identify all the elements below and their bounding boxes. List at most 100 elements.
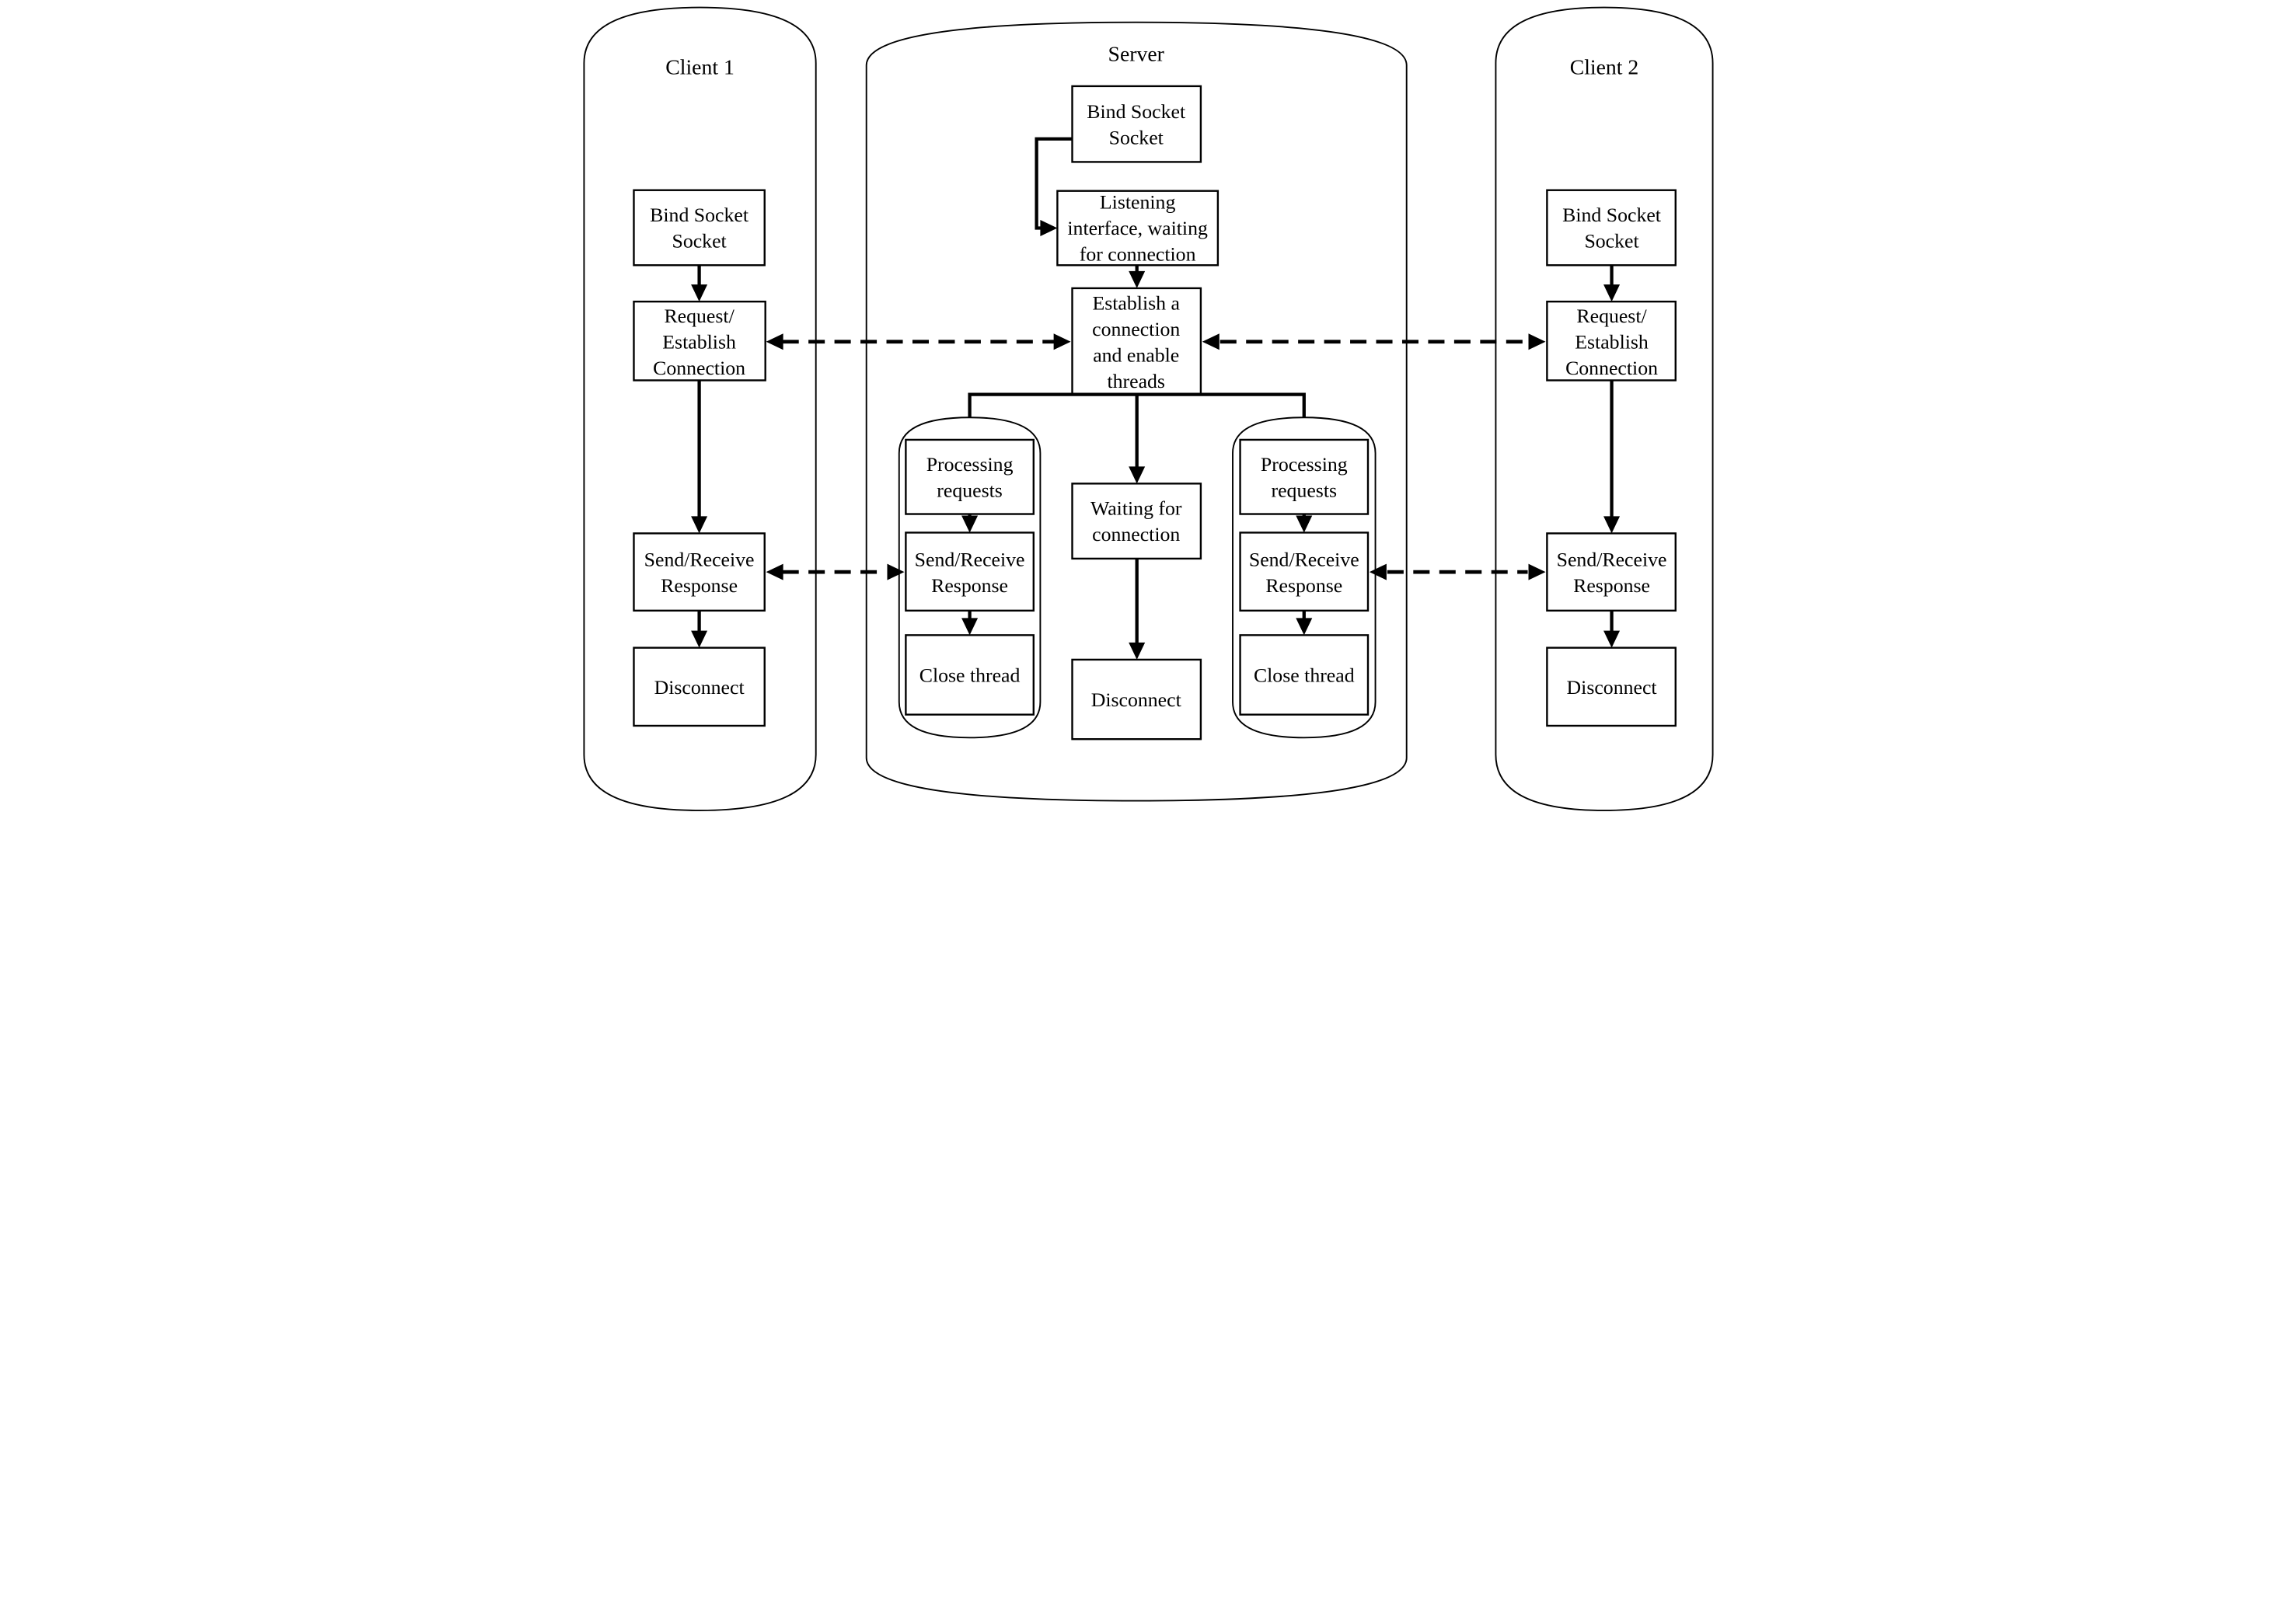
- server-waiting-rect: [1070, 483, 1202, 560]
- thread-left-container: [898, 416, 1041, 739]
- server-lane: Server Bind Socket Socket Listening inte…: [865, 21, 1408, 802]
- server-thread-left-capsule: Processing requests Send/Receive Respons…: [898, 416, 1041, 739]
- client1-bind-socket-label-line1: Bind Socket: [650, 204, 749, 226]
- client1-send-receive-box: Send/Receive Response: [632, 532, 766, 612]
- thread-right-send-receive-rect: [1238, 531, 1369, 612]
- thread-left-processing-label-line1: Processing: [926, 453, 1013, 476]
- cross-lane-dashed-arrows: [766, 333, 1545, 580]
- thread-right-close-thread-box: Close thread: [1238, 634, 1369, 716]
- server-establish-label-line4: threads: [1107, 370, 1165, 392]
- arrowhead-client2-send-to-disconnect: [1603, 630, 1620, 648]
- thread-right-send-receive-label-line2: Response: [1265, 574, 1342, 597]
- arrowhead-client2-request-to-send: [1603, 516, 1620, 534]
- client2-request-establish-label-line1: Request/: [1576, 305, 1647, 327]
- server-establish-label-line2: connection: [1092, 318, 1180, 340]
- client2-send-receive-rect: [1545, 532, 1677, 612]
- client1-disconnect-box: Disconnect: [632, 646, 766, 727]
- client1-send-receive-label-line1: Send/Receive: [644, 548, 754, 570]
- arrowhead-dashed-into-server-establish-right: [1202, 333, 1220, 350]
- thread-left-send-receive-box: Send/Receive Response: [904, 531, 1035, 612]
- server-listening-label-line3: for connection: [1079, 243, 1195, 266]
- server-waiting-label-line2: connection: [1092, 523, 1180, 545]
- arrowhead-server-waiting-to-disconnect: [1128, 642, 1145, 660]
- thread-left-processing-rect: [904, 438, 1035, 515]
- arrowhead-dashed-into-client2-send: [1527, 563, 1545, 580]
- server-container: [865, 21, 1408, 802]
- arrowhead-dashed-into-server-establish-left: [1053, 333, 1071, 350]
- arrowhead-client1-bind-to-request: [690, 284, 707, 302]
- arrowhead-thread-left-send-to-close: [961, 618, 978, 636]
- server-waiting-box: Waiting for connection: [1070, 483, 1202, 560]
- thread-left-send-receive-label-line1: Send/Receive: [914, 548, 1024, 570]
- server-disconnect-box: Disconnect: [1070, 658, 1202, 741]
- thread-right-processing-box: Processing requests: [1238, 438, 1369, 515]
- client1-bind-socket-box: Bind Socket Socket: [632, 189, 766, 267]
- thread-right-processing-label-line2: requests: [1271, 479, 1337, 502]
- server-bind-socket-label-line2: Socket: [1108, 126, 1164, 148]
- server-waiting-label-line1: Waiting for: [1090, 497, 1181, 519]
- server-listening-label-line2: interface, waiting: [1067, 217, 1208, 239]
- arrow-server-bind-to-listening-elbow: [1034, 137, 1073, 230]
- client1-disconnect-rect: [632, 646, 766, 727]
- client2-request-establish-box: Request/ Establish Connection: [1545, 300, 1677, 382]
- arrowhead-thread-right-processing-to-send: [1295, 515, 1312, 533]
- client1-send-receive-label-line2: Response: [661, 574, 738, 597]
- arrowhead-dashed-into-client1-request: [766, 333, 783, 350]
- client1-title: Client 1: [665, 55, 735, 79]
- server-thread-right-capsule: Processing requests Send/Receive Respons…: [1231, 416, 1377, 739]
- client1-request-establish-label-line3: Connection: [653, 357, 745, 379]
- client1-request-establish-label-line1: Request/: [664, 305, 735, 327]
- client1-bind-socket-rect: [632, 189, 766, 267]
- arrowhead-dashed-into-thread-left-send: [886, 563, 904, 580]
- client2-request-establish-label-line2: Establish: [1575, 330, 1649, 353]
- server-listening-box: Listening interface, waiting for connect…: [1056, 190, 1219, 267]
- client2-disconnect-box: Disconnect: [1545, 646, 1677, 727]
- server-disconnect-rect: [1070, 658, 1202, 741]
- client1-request-establish-box: Request/ Establish Connection: [632, 300, 766, 382]
- thread-left-send-receive-label-line2: Response: [931, 574, 1008, 597]
- client2-bind-socket-label-line1: Bind Socket: [1562, 204, 1662, 226]
- thread-left-close-thread-box: Close thread: [904, 634, 1035, 716]
- arrowhead-thread-left-processing-to-send: [961, 515, 978, 533]
- server-bind-socket-box: Bind Socket Socket: [1070, 85, 1202, 163]
- client1-lane: Client 1 Bind Socket Socket Request/ Est…: [582, 6, 817, 811]
- arrowhead-server-bind-to-listening: [1039, 219, 1057, 237]
- client2-arrows: [1603, 265, 1620, 648]
- arrowhead-thread-right-send-to-close: [1295, 618, 1312, 636]
- client1-request-establish-label-line2: Establish: [662, 330, 736, 353]
- client2-disconnect-label: Disconnect: [1566, 676, 1657, 699]
- client1-container: [582, 6, 817, 811]
- thread-left-close-thread-rect: [904, 634, 1035, 716]
- thread-right-send-receive-box: Send/Receive Response: [1238, 531, 1369, 612]
- arrowhead-client1-request-to-send: [690, 516, 707, 534]
- arrowhead-dashed-into-client1-send: [766, 563, 783, 580]
- thread-left-processing-label-line2: requests: [937, 479, 1003, 502]
- client2-request-establish-label-line3: Connection: [1565, 357, 1658, 379]
- server-bind-socket-label-line1: Bind Socket: [1087, 100, 1186, 123]
- thread-right-processing-label-line1: Processing: [1260, 453, 1347, 476]
- client2-bind-socket-label-line2: Socket: [1584, 229, 1639, 252]
- client2-bind-socket-rect: [1545, 189, 1677, 267]
- client2-disconnect-rect: [1545, 646, 1677, 727]
- branch-line-establish-to-threads: [967, 392, 1306, 418]
- client2-container: [1494, 6, 1714, 811]
- server-title: Server: [1108, 41, 1164, 65]
- arrowhead-client1-send-to-disconnect: [690, 630, 707, 648]
- arrowhead-client2-bind-to-request: [1603, 284, 1620, 302]
- thread-left-send-receive-rect: [904, 531, 1035, 612]
- arrowhead-server-establish-to-waiting: [1128, 466, 1145, 484]
- client1-arrows: [690, 265, 707, 648]
- client2-lane: Client 2 Bind Socket Socket Request/ Est…: [1494, 6, 1714, 811]
- server-disconnect-label: Disconnect: [1090, 688, 1181, 711]
- server-arrows: [967, 137, 1306, 660]
- thread-left-close-thread-label: Close thread: [919, 664, 1020, 687]
- thread-right-close-thread-label: Close thread: [1253, 664, 1354, 687]
- arrowhead-dashed-into-thread-right-send: [1369, 563, 1387, 580]
- server-establish-rect: [1070, 287, 1202, 396]
- thread-right-processing-rect: [1238, 438, 1369, 515]
- server-establish-label-line1: Establish a: [1092, 292, 1180, 315]
- diagram-stage: Client 1 Bind Socket Socket Request/ Est…: [574, 0, 1722, 816]
- client1-bind-socket-label-line2: Socket: [672, 229, 727, 252]
- thread-right-close-thread-rect: [1238, 634, 1369, 716]
- server-listening-label-line1: Listening: [1099, 191, 1175, 214]
